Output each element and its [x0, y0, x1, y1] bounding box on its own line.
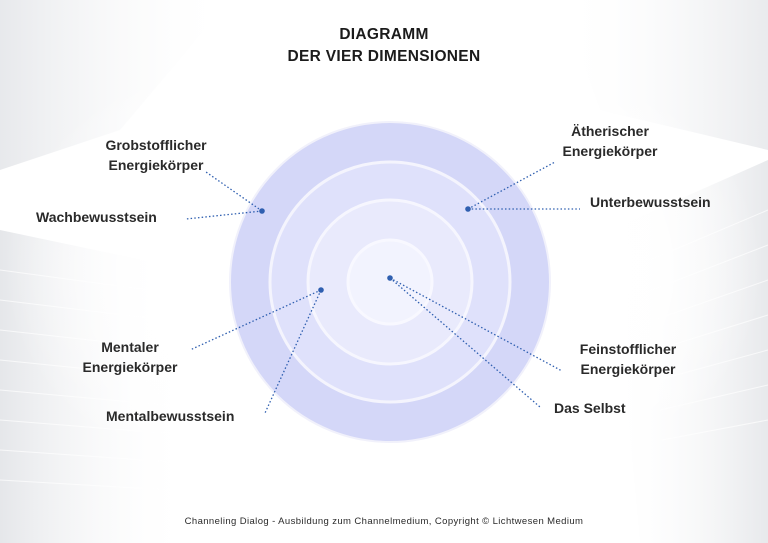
title-line-1: DIAGRAMM [339, 26, 429, 43]
label-grobstofflich: Grobstofflicher Energiekörper [72, 135, 240, 175]
label-feinstofflich-line2: Energiekörper [580, 361, 676, 377]
title-line-2: DER VIER DIMENSIONEN [287, 48, 481, 65]
label-grobstofflich-line1: Grobstofflicher [105, 137, 207, 153]
label-aetherisch: Ätherischer Energiekörper [540, 121, 680, 161]
building-left-top [0, 0, 230, 170]
page-title: DIAGRAMM DER VIER DIMENSIONEN [0, 24, 768, 68]
leader-grobstofflich [205, 171, 263, 212]
label-aetherisch-line1: Ätherischer [571, 123, 649, 139]
label-selbst: Das Selbst [554, 400, 626, 416]
label-wachbewusstsein: Wachbewusstsein [36, 209, 157, 225]
ring-selbst [346, 238, 434, 326]
label-grobstofflich-line2: Energiekörper [108, 157, 204, 173]
dot-aetherisch [465, 206, 471, 212]
leader-feinstofflich [389, 277, 563, 372]
footer-copyright: Channeling Dialog - Ausbildung zum Chann… [184, 516, 584, 527]
label-feinstofflich-line1: Feinstofflicher [579, 341, 677, 357]
label-aetherisch-line2: Energiekörper [562, 143, 658, 159]
label-mental-line1: Mentaler [101, 339, 159, 355]
label-mental: Mentaler Energiekörper [60, 337, 200, 377]
dot-mental [318, 287, 324, 293]
label-mental-line2: Energiekörper [82, 359, 178, 375]
dot-selbst [387, 275, 393, 281]
label-feinstofflich: Feinstofflicher Energiekörper [560, 339, 696, 379]
dot-grobstofflich [259, 208, 265, 214]
label-unterbewusstsein: Unterbewusstsein [590, 194, 711, 210]
label-mentalbewusstsein: Mentalbewusstsein [106, 408, 235, 424]
leader-aetherisch [467, 161, 556, 210]
leader-wachbewusstsein [185, 210, 263, 220]
leader-mentalbewusstsein [264, 289, 322, 414]
